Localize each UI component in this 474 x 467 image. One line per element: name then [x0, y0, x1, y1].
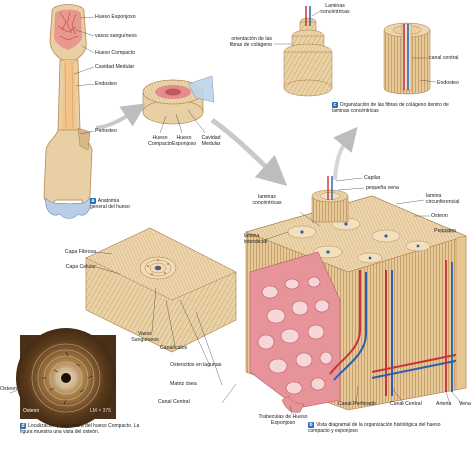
- panel-d-tag: d: [20, 423, 27, 429]
- panel-a-caption-text: Anatomía general del hueso: [90, 198, 130, 210]
- label-capa-fibrosa: Capa Fibrosa: [64, 249, 96, 255]
- label-matriz-osea: Matriz ósea: [170, 381, 197, 387]
- panel-b-tag: b: [308, 422, 315, 428]
- label-b-vasos-sanguineos: Vasos Sanguineos: [131, 331, 159, 343]
- panel-d-caption-text: Localización y Estructura del hueso Comp…: [20, 423, 140, 435]
- long-bone-illustration: [43, 4, 93, 219]
- label-cavidad-medular: Cavidad Medular: [95, 64, 135, 70]
- label-cs-hueso-esponjoso: Hueso Esponjoso: [171, 135, 197, 147]
- label-b-canal-central: Canal Central: [158, 399, 190, 405]
- label-arteria: Arteria: [436, 401, 452, 407]
- label-osteon: Osteon: [431, 213, 448, 219]
- label-pequena-vena: pequeña vena: [366, 185, 399, 191]
- label-hueso-esponjoso: Hueso Esponjoso: [95, 14, 136, 20]
- collagen-osteon-illustration: [274, 6, 437, 97]
- label-c-canal-central: canal central: [429, 55, 459, 61]
- label-canal-central-2: Canal Central: [390, 401, 422, 407]
- label-hueso-compacto: Hueso Compacto: [95, 50, 136, 56]
- label-d-osteon-side: Osteon: [0, 386, 17, 392]
- label-periosteo: Periosteo: [95, 128, 117, 134]
- label-canaliculos: Canalículos: [160, 345, 188, 351]
- bone-cross-section: [142, 75, 215, 134]
- compact-bone-block: [85, 176, 467, 413]
- label-b-laminas-concentricas: laminas concéntricas: [252, 194, 282, 206]
- panel-c-tag: c: [332, 102, 338, 108]
- panel-b-caption-text: Vista diagramal de la organización histo…: [308, 422, 441, 434]
- label-lamina-intersticial: lamina intersticial: [244, 233, 268, 245]
- panel-a-tag: a: [90, 198, 96, 204]
- label-d-scale: LM × 375: [90, 408, 111, 414]
- label-c-orientacion: orientación de las fibras de colágeno: [229, 36, 272, 48]
- label-trabeculas: Trabeculas de Hueso Esponjoso: [258, 414, 308, 426]
- label-endosteo: Endosteo: [95, 81, 117, 87]
- osteon-micrograph: [9, 328, 116, 428]
- panel-c-caption-text: Organización de las fibras de colágeno d…: [332, 102, 449, 114]
- label-canal-perforado: Canal Perforado: [338, 401, 376, 407]
- label-vasos-sanguineos: vasos sanguíneos: [95, 33, 137, 39]
- label-c-laminas: Laminas concéntricas: [320, 3, 350, 15]
- label-capilar: Capilar: [364, 175, 381, 181]
- label-c-endosteo: Endosteo: [437, 80, 459, 86]
- label-capa-celular: Capa Celular: [65, 264, 96, 270]
- label-d-micro-osteon: Osteon: [23, 408, 40, 414]
- label-b-periosteo: Periosteo: [434, 228, 456, 234]
- flow-arrows: [95, 103, 358, 186]
- panel-a-leaders: [73, 16, 95, 135]
- label-lamina-circunferencial: lamina circunferencial: [426, 193, 460, 205]
- label-vena: Vena: [459, 401, 471, 407]
- label-cs-cavidad-medular: Cavidad Medular: [201, 135, 221, 147]
- label-cs-hueso-compacto: Hueso Compacto: [148, 135, 172, 147]
- panel-b-leaders: [95, 177, 463, 415]
- label-osteocitos: Osteocitos en lagunas: [170, 362, 222, 368]
